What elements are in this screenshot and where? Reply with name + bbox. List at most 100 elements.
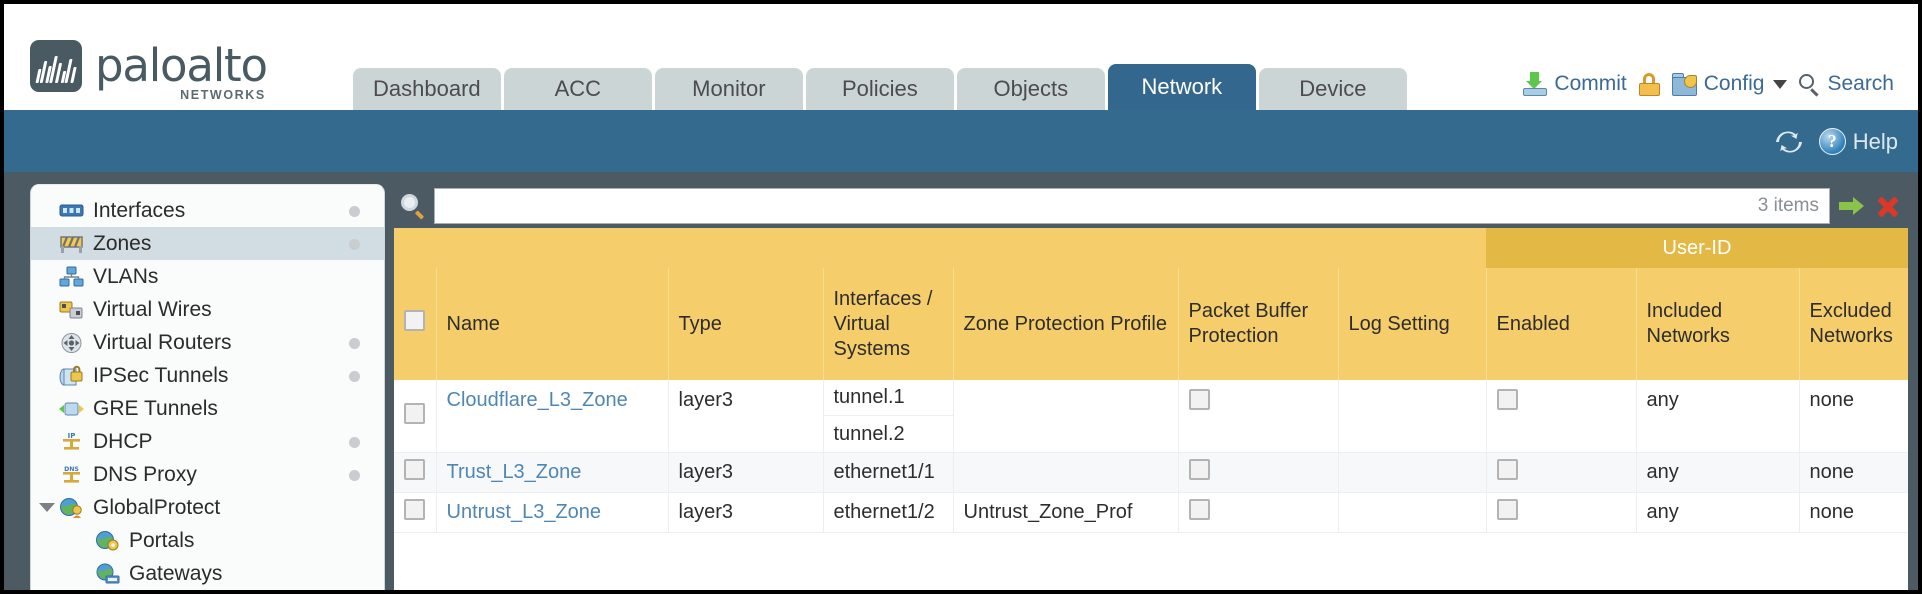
userid-enabled-cell bbox=[1485, 380, 1636, 453]
zone-protection-profile-cell: Untrust_Zone_Prof bbox=[952, 492, 1178, 533]
vlans-icon bbox=[59, 266, 84, 288]
expander-triangle-icon[interactable] bbox=[39, 503, 55, 512]
zone-name-link[interactable]: Untrust_L3_Zone bbox=[446, 501, 602, 523]
table-row[interactable]: Trust_L3_Zone layer3 ethernet1/1 bbox=[394, 452, 1908, 493]
column-header-enabled[interactable]: Enabled bbox=[1485, 268, 1636, 380]
search-label: Search bbox=[1827, 72, 1894, 95]
zone-interfaces-cell: tunnel.1 tunnel.2 bbox=[822, 380, 953, 453]
column-header-excluded-networks[interactable]: Excluded Networks bbox=[1798, 268, 1908, 380]
zones-table-head: User-ID Name Type Interfaces / Virtual S… bbox=[394, 228, 1908, 380]
help-button[interactable]: ? Help bbox=[1818, 128, 1898, 155]
sidebar-item-label: Virtual Routers bbox=[93, 330, 232, 354]
userid-enabled-checkbox[interactable] bbox=[1496, 459, 1518, 480]
column-header-zone-protection-profile[interactable]: Zone Protection Profile bbox=[952, 268, 1178, 380]
column-header-interfaces[interactable]: Interfaces / Virtual Systems bbox=[822, 268, 953, 380]
green-arrow-apply-icon[interactable] bbox=[1838, 192, 1866, 220]
virtual-routers-icon bbox=[59, 332, 84, 354]
status-dot bbox=[349, 470, 360, 481]
refresh-icon[interactable] bbox=[1775, 129, 1803, 155]
zone-name-link[interactable]: Cloudflare_L3_Zone bbox=[446, 389, 628, 411]
sidebar-item-gateways[interactable]: Gateways bbox=[31, 557, 384, 590]
search-button[interactable]: Search bbox=[1799, 72, 1894, 97]
zone-name-cell: Trust_L3_Zone bbox=[435, 452, 668, 493]
row-select-cell bbox=[394, 380, 436, 453]
search-magnifier-icon[interactable] bbox=[400, 193, 426, 220]
zones-filter-bar: 3 items bbox=[394, 184, 1908, 228]
sidebar-item-virtual-routers[interactable]: Virtual Routers bbox=[31, 326, 384, 359]
main-nav-tabs: Dashboard ACC Monitor Policies Objects N… bbox=[352, 64, 1407, 110]
sidebar-item-label: IPSec Tunnels bbox=[93, 363, 229, 387]
column-header-log-setting[interactable]: Log Setting bbox=[1337, 268, 1486, 380]
sidebar-item-virtual-wires[interactable]: Virtual Wires bbox=[31, 293, 384, 326]
search-magnifier-icon bbox=[1799, 73, 1820, 97]
table-row[interactable]: Untrust_L3_Zone layer3 ethernet1/2 Untru… bbox=[394, 492, 1908, 533]
log-setting-cell bbox=[1337, 380, 1486, 453]
brand-name: paloalto bbox=[95, 39, 268, 92]
zones-content-panel: 3 items bbox=[394, 184, 1908, 590]
row-checkbox[interactable] bbox=[404, 402, 425, 424]
tab-objects[interactable]: Objects bbox=[956, 68, 1105, 110]
sidebar-item-dhcp[interactable]: IP DHCP bbox=[31, 425, 384, 458]
sidebar-item-dns-proxy[interactable]: DNS DNS Proxy bbox=[31, 458, 384, 491]
sidebar-item-label: Interfaces bbox=[93, 198, 186, 222]
portals-icon bbox=[95, 530, 120, 552]
sidebar-item-gre-tunnels[interactable]: GRE Tunnels bbox=[31, 392, 384, 425]
sidebar-item-globalprotect[interactable]: GlobalProtect bbox=[31, 491, 384, 524]
paloalto-logo-text: paloalto NETWORKS bbox=[95, 39, 268, 103]
sidebar-item-label: DNS Proxy bbox=[93, 462, 197, 486]
column-header-name[interactable]: Name bbox=[435, 268, 668, 380]
sidebar-item-label: GRE Tunnels bbox=[93, 396, 218, 420]
config-menu-button[interactable]: Config bbox=[1671, 72, 1788, 96]
zone-name-link[interactable]: Trust_L3_Zone bbox=[446, 461, 582, 483]
sidebar-item-interfaces[interactable]: Interfaces bbox=[31, 194, 384, 227]
chevron-down-icon bbox=[1773, 79, 1788, 89]
red-x-clear-icon[interactable] bbox=[1874, 192, 1902, 220]
select-all-checkbox[interactable] bbox=[404, 310, 426, 331]
userid-enabled-checkbox[interactable] bbox=[1496, 389, 1518, 410]
padlock-icon[interactable] bbox=[1638, 72, 1660, 96]
sidebar-item-portals[interactable]: Portals bbox=[31, 524, 384, 557]
column-header-packet-buffer-protection[interactable]: Packet Buffer Protection bbox=[1177, 268, 1338, 380]
search-input[interactable]: 3 items bbox=[434, 188, 1830, 224]
svg-text:IP: IP bbox=[68, 432, 76, 440]
select-all-header bbox=[394, 268, 436, 380]
column-header-included-networks[interactable]: Included Networks bbox=[1635, 268, 1799, 380]
status-dot bbox=[349, 206, 360, 217]
zones-table-wrapper: User-ID Name Type Interfaces / Virtual S… bbox=[394, 228, 1908, 590]
status-dot bbox=[349, 338, 360, 349]
packet-buffer-protection-checkbox[interactable] bbox=[1188, 389, 1210, 410]
row-checkbox[interactable] bbox=[404, 499, 425, 520]
tab-device[interactable]: Device bbox=[1258, 68, 1407, 110]
dhcp-icon: IP bbox=[59, 431, 84, 453]
row-checkbox[interactable] bbox=[404, 459, 425, 480]
sub-header-band: ? Help bbox=[4, 110, 1918, 172]
top-action-bar: Commit Config Search bbox=[1523, 72, 1894, 97]
tab-policies[interactable]: Policies bbox=[805, 68, 954, 110]
sidebar-item-ipsec-tunnels[interactable]: IPSec Tunnels bbox=[31, 359, 384, 392]
help-label: Help bbox=[1852, 128, 1898, 154]
zone-protection-profile-cell bbox=[952, 380, 1178, 453]
log-setting-cell bbox=[1337, 492, 1486, 533]
sidebar-item-zones[interactable]: Zones bbox=[31, 227, 384, 260]
log-setting-cell bbox=[1337, 452, 1486, 493]
svg-text:DNS: DNS bbox=[64, 466, 79, 473]
tab-network[interactable]: Network bbox=[1107, 64, 1256, 110]
packet-buffer-protection-cell bbox=[1177, 492, 1338, 533]
zones-table: User-ID Name Type Interfaces / Virtual S… bbox=[394, 228, 1908, 533]
userid-enabled-checkbox[interactable] bbox=[1496, 499, 1518, 520]
packet-buffer-protection-checkbox[interactable] bbox=[1188, 499, 1210, 520]
column-header-type[interactable]: Type bbox=[667, 268, 823, 380]
tab-acc[interactable]: ACC bbox=[503, 68, 652, 110]
sidebar-item-vlans[interactable]: VLANs bbox=[31, 260, 384, 293]
sidebar-item-label: Portals bbox=[129, 528, 195, 552]
tab-monitor[interactable]: Monitor bbox=[654, 68, 803, 110]
work-area: Interfaces Zones bbox=[4, 172, 1918, 590]
packet-buffer-protection-cell bbox=[1177, 380, 1338, 453]
packet-buffer-protection-checkbox[interactable] bbox=[1188, 459, 1210, 480]
excluded-networks-cell: none bbox=[1798, 452, 1908, 493]
commit-button[interactable]: Commit bbox=[1523, 72, 1627, 96]
globalprotect-icon bbox=[59, 497, 84, 519]
tab-dashboard[interactable]: Dashboard bbox=[352, 68, 501, 110]
zone-interfaces-cell: ethernet1/1 bbox=[822, 452, 953, 493]
item-count-label: 3 items bbox=[1757, 195, 1819, 216]
